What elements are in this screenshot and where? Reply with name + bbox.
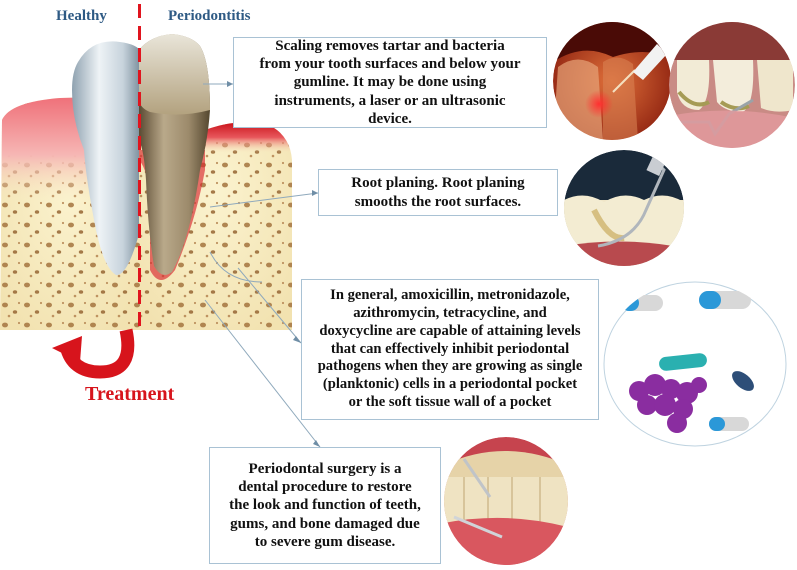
callout-line: Scaling removes tartar and bacteria (275, 37, 505, 54)
callout-line: doxycycline are capable of attaining lev… (319, 322, 581, 339)
root-planing-callout: Root planing. Root planing smooths the r… (318, 169, 558, 216)
antibiotics-callout: In general, amoxicillin, metronidazole, … (301, 279, 599, 420)
callout-line: gumline. It may be done using (293, 74, 487, 91)
laser-scaling-photo (553, 22, 671, 140)
callout-line: In general, amoxicillin, metronidazole, (330, 287, 570, 304)
healthy-label: Healthy (56, 8, 107, 24)
callout-line: the look and function of teeth, (229, 497, 421, 514)
periodontal-surgery-photo (444, 437, 568, 565)
bacterium-flagellated-icon (732, 371, 754, 391)
callout-line: device. (368, 110, 412, 127)
callout-line: instruments, a laser or an ultrasonic (274, 92, 506, 109)
surgery-callout: Periodontal surgery is a dental procedur… (209, 447, 441, 564)
callout-line: that can effectively inhibit periodontal (330, 340, 570, 357)
root-planing-photo (564, 150, 684, 266)
callout-line: azithromycin, tetracycline, and (353, 305, 547, 321)
callout-line: Root planing. Root planing (351, 175, 525, 192)
capsule-icon (699, 291, 751, 309)
instrument-scaling-photo (669, 22, 795, 148)
cocci-cluster-icon (629, 374, 707, 433)
callout-line: smooths the root surfaces. (354, 193, 522, 210)
capsule-icon (709, 417, 749, 431)
callout-line: gums, and bone damaged due (230, 515, 420, 532)
antibiotics-photo (603, 281, 787, 447)
callout-line: or the soft tissue wall of a pocket (348, 393, 552, 410)
callout-line: to severe gum disease. (254, 533, 396, 550)
callout-line: Periodontal surgery is a (248, 460, 402, 477)
periodontitis-label: Periodontitis (168, 8, 251, 24)
callout-line: dental procedure to restore (238, 479, 412, 496)
healthy-periodontitis-divider (138, 4, 141, 334)
treatment-arrow-icon (52, 328, 135, 379)
bacterium-rod-icon (659, 353, 707, 371)
callout-line: pathogens when they are growing as singl… (317, 358, 583, 375)
scaling-callout: Scaling removes tartar and bacteria from… (233, 37, 547, 128)
treatment-label: Treatment (85, 383, 175, 405)
callout-line: from your tooth surfaces and below your (259, 56, 521, 73)
callout-line: (planktonic) cells in a periodontal pock… (322, 376, 578, 393)
